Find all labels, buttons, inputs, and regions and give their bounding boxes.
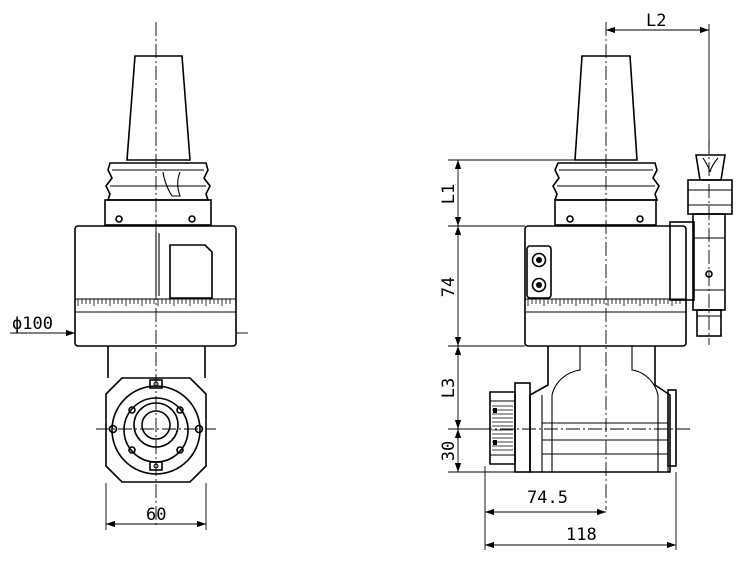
dim-L2: L2 xyxy=(646,11,666,31)
dim-74: 74 xyxy=(439,277,459,297)
dim-L3: L3 xyxy=(439,378,459,398)
side-dimensions: L2 L1 74 L3 30 74.5 118 xyxy=(439,11,710,550)
dim-118: 118 xyxy=(566,525,597,545)
dim-L1: L1 xyxy=(439,184,459,204)
side-view xyxy=(478,22,733,510)
scale-ticks-front xyxy=(77,299,231,306)
front-dimensions: ϕ100 60 xyxy=(10,314,248,530)
front-view xyxy=(74,22,237,528)
diameter-label: ϕ100 xyxy=(12,314,53,334)
scale-ticks-side xyxy=(527,299,681,306)
width-label: 60 xyxy=(146,505,166,525)
dim-74-5: 74.5 xyxy=(527,488,568,508)
dim-30: 30 xyxy=(439,441,459,461)
